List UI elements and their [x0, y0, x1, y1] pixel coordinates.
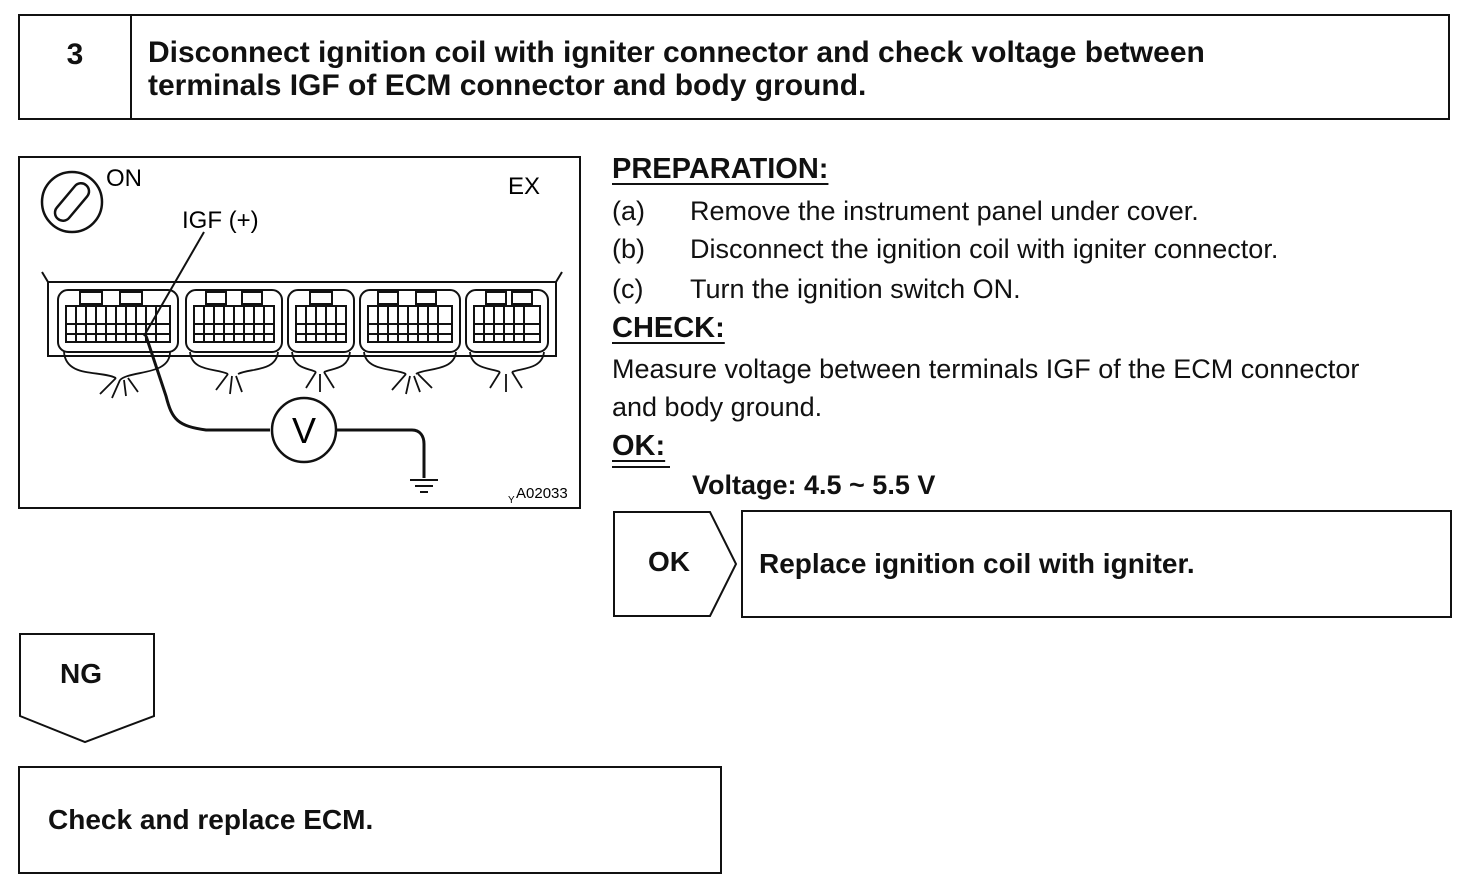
ok-result-box: Replace ignition coil with igniter.	[741, 510, 1452, 618]
preparation-item-text: Remove the instrument panel under cover.	[690, 196, 1199, 226]
connector-2	[185, 289, 283, 353]
preparation-item: (a) Remove the instrument panel under cov…	[612, 196, 1199, 227]
ok-spec-value: Voltage: 4.5 ~ 5.5 V	[692, 470, 936, 500]
figure-code-prefix: Y	[508, 495, 515, 506]
preparation-item-label: (a)	[612, 196, 645, 226]
preparation-heading: PREPARATION:	[612, 153, 829, 185]
step-header: 3 Disconnect ignition coil with igniter …	[18, 14, 1450, 120]
step-number: 3	[20, 16, 132, 118]
ng-tag: NG	[18, 632, 156, 744]
ok-spec-rule	[612, 466, 670, 468]
connector-1	[57, 289, 179, 353]
ecm-connector-diagram: ON EX IGF (+)	[40, 165, 568, 506]
ecm-housing	[41, 271, 563, 357]
check-heading: CHECK:	[612, 312, 725, 344]
igf-leader-line	[143, 231, 205, 337]
wiring-illustration: ON EX IGF (+)	[18, 156, 581, 509]
voltmeter-label: V	[292, 410, 316, 451]
ok-tag: OK	[612, 510, 738, 618]
check-text-line-1: Measure voltage between terminals IGF of…	[612, 354, 1360, 384]
ok-result-text: Replace ignition coil with igniter.	[759, 548, 1195, 579]
preparation-item-label: (b)	[612, 234, 645, 264]
ground-icon	[410, 479, 438, 493]
ok-arrow-icon	[613, 511, 738, 617]
preparation-item-text: Turn the ignition switch ON.	[690, 274, 1021, 304]
ex-label: EX	[508, 173, 540, 200]
ok-spec-heading: OK:	[612, 430, 666, 462]
ng-result-text: Check and replace ECM.	[48, 804, 374, 835]
switch-on-label: ON	[106, 165, 142, 192]
step-title-line-1: Disconnect ignition coil with igniter co…	[148, 36, 1205, 69]
probe-wire-positive	[144, 335, 270, 432]
connector-4	[359, 289, 461, 353]
preparation-item: (b) Disconnect the ignition coil with ign…	[612, 234, 1278, 265]
connector-3	[287, 289, 355, 353]
step-title-line-2: terminals IGF of ECM connector and body …	[148, 69, 867, 102]
ok-tag-label: OK	[648, 546, 690, 577]
connector-5	[465, 289, 549, 353]
preparation-item-label: (c)	[612, 274, 644, 304]
ground-wire	[336, 428, 426, 478]
preparation-item-text: Disconnect the ignition coil with ignite…	[690, 234, 1279, 264]
ng-tag-label: NG	[60, 658, 102, 689]
ng-arrow-icon	[19, 633, 155, 744]
ignition-switch-icon	[40, 170, 104, 234]
step-title: Disconnect ignition coil with igniter co…	[148, 36, 1438, 102]
wire-harness	[63, 351, 545, 399]
check-text-line-2: and body ground.	[612, 392, 823, 422]
igf-probe-label: IGF (+)	[182, 207, 259, 234]
figure-code: A02033	[516, 485, 568, 502]
preparation-item: (c) Turn the ignition switch ON.	[612, 274, 1021, 305]
ng-result-box: Check and replace ECM.	[18, 766, 722, 874]
